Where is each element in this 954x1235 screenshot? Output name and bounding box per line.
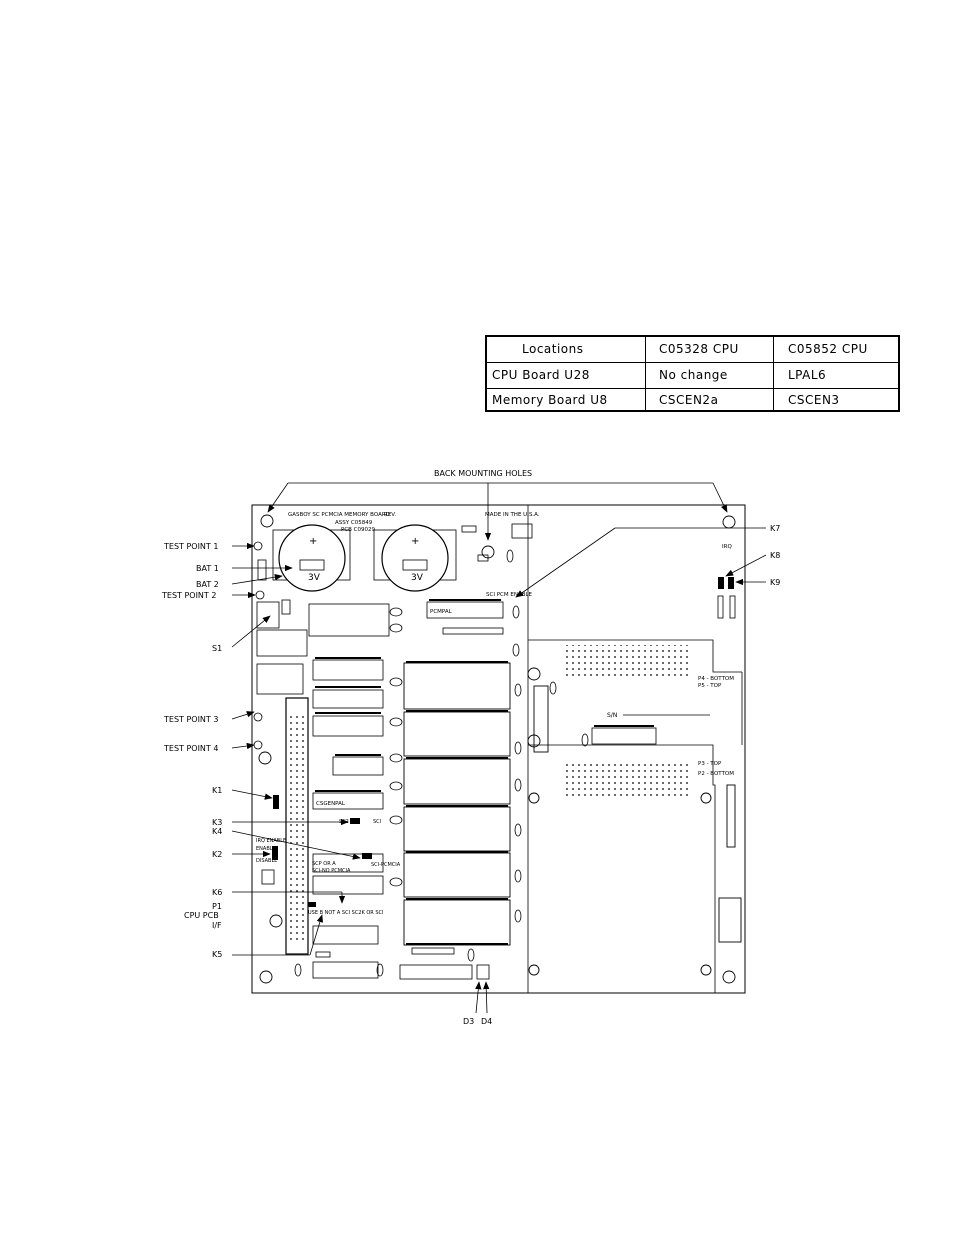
callout-k4: K4 bbox=[212, 827, 222, 836]
board-title: GASBOY SC PCMCIA MEMORY BOARD bbox=[288, 512, 390, 518]
table-cell: Memory Board U8 bbox=[492, 393, 608, 407]
table-row: Memory Board U8 CSCEN2a CSCEN3 bbox=[487, 388, 898, 413]
p4-label: P4 - BOTTOM bbox=[698, 676, 734, 682]
right-callouts: K7 K8 K9 bbox=[770, 524, 780, 587]
connector-p1 bbox=[285, 697, 309, 955]
battery-bat1: 3V + bbox=[272, 524, 351, 592]
callout-test-point-3: TEST POINT 3 bbox=[163, 715, 218, 724]
csgenpal-label: CSGENPAL bbox=[316, 801, 346, 807]
back-mounting-holes-label: BACK MOUNTING HOLES bbox=[434, 469, 532, 478]
ic-chips-left bbox=[308, 601, 657, 980]
bat1-voltage: 3V bbox=[308, 573, 321, 583]
sci-label: SCI bbox=[373, 819, 381, 825]
memory-chips bbox=[403, 662, 511, 946]
callout-test-point-4: TEST POINT 4 bbox=[163, 744, 218, 753]
callout-k2: K2 bbox=[212, 850, 222, 859]
callout-k5: K5 bbox=[212, 950, 222, 959]
table-divider bbox=[773, 337, 774, 410]
sci-pcmcia-label: SCI-PCMCIA bbox=[371, 862, 401, 868]
callout-if: I/F bbox=[212, 921, 222, 930]
callout-test-point-1: TEST POINT 1 bbox=[163, 542, 218, 551]
table-cell: LPAL6 bbox=[788, 368, 827, 382]
svg-text:+: + bbox=[411, 536, 419, 547]
battery-bat2: 3V + bbox=[373, 524, 457, 592]
callout-d4: D4 bbox=[481, 1017, 492, 1026]
chip-pins bbox=[315, 599, 654, 945]
table-divider bbox=[645, 337, 646, 410]
board-assy: ASSY C05849 bbox=[335, 520, 373, 526]
table-row: CPU Board U28 No change LPAL6 bbox=[487, 363, 898, 389]
resistor-r1 bbox=[726, 784, 736, 848]
callout-test-point-2: TEST POINT 2 bbox=[161, 591, 216, 600]
disable-label: DISABLE bbox=[256, 858, 277, 864]
table-header-cell: Locations bbox=[522, 342, 584, 356]
board-pcb: PCB C09029 bbox=[341, 527, 376, 533]
callout-k3: K3 bbox=[212, 818, 222, 827]
callout-bat-1: BAT 1 bbox=[196, 564, 219, 573]
irq-enable-label: IRQ ENABLE bbox=[256, 838, 286, 844]
enable-label: ENABLE bbox=[256, 846, 276, 852]
p5-label: P5 - TOP bbox=[698, 683, 722, 689]
chip-u23 bbox=[533, 685, 549, 753]
made-in-label: MADE IN THE U.S.A. bbox=[485, 512, 540, 518]
callout-k9: K9 bbox=[770, 578, 780, 587]
svg-text:+: + bbox=[309, 536, 317, 547]
callout-p1: P1 bbox=[212, 902, 222, 911]
irq-label: IRQ bbox=[722, 544, 732, 550]
callout-k8: K8 bbox=[770, 551, 780, 560]
callout-d3: D3 bbox=[463, 1017, 474, 1026]
jumpers bbox=[272, 577, 734, 907]
right-callout-leaders bbox=[515, 527, 767, 598]
p2-label: P2 - BOTTOM bbox=[698, 771, 734, 777]
table-cell: CSCEN3 bbox=[788, 393, 840, 407]
locations-table: Locations C05328 CPU C05852 CPU CPU Boar… bbox=[485, 335, 900, 412]
table-header-row: Locations C05328 CPU C05852 CPU bbox=[487, 337, 898, 363]
table-header-cell: C05328 CPU bbox=[659, 342, 739, 356]
capacitors bbox=[261, 523, 736, 980]
bottom-callouts: D3 D4 bbox=[463, 1017, 492, 1026]
pcmpal-label: PCMPAL bbox=[430, 609, 453, 615]
callout-bat-2: BAT 2 bbox=[196, 580, 219, 589]
bottom-callout-leaders bbox=[475, 981, 490, 1014]
callout-s1: S1 bbox=[212, 644, 222, 653]
sci-pcm-enable-label: SCI PCM ENABLE bbox=[486, 592, 533, 598]
connector-p4-p5 bbox=[563, 645, 691, 677]
callout-k6: K6 bbox=[212, 888, 222, 897]
scp-label: SCP OR A bbox=[312, 861, 336, 867]
left-components bbox=[253, 541, 308, 750]
bat2-voltage: 3V bbox=[411, 573, 424, 583]
mounting-hole-leaders bbox=[267, 482, 728, 541]
callout-cpu-pcb: CPU PCB bbox=[184, 911, 219, 920]
connector-p2-p3 bbox=[563, 760, 691, 798]
table-cell: CPU Board U28 bbox=[492, 368, 590, 382]
use-b-label: USE B NOT A SCI SC2K OR SCI bbox=[308, 910, 384, 916]
board-rev: REV. bbox=[384, 512, 396, 518]
board-regions bbox=[527, 505, 743, 993]
callout-k1: K1 bbox=[212, 786, 222, 795]
p3-label: P3 - TOP bbox=[698, 761, 722, 767]
connector-p1-pins bbox=[290, 712, 304, 940]
sn-label: S/N bbox=[607, 712, 617, 719]
table-cell: CSCEN2a bbox=[659, 393, 719, 407]
left-callout-leaders bbox=[231, 542, 361, 956]
table-header-cell: C05852 CPU bbox=[788, 342, 868, 356]
left-callouts: TEST POINT 1 BAT 1 BAT 2 TEST POINT 2 S1… bbox=[161, 542, 222, 959]
callout-k7: K7 bbox=[770, 524, 780, 533]
table-cell: No change bbox=[659, 368, 728, 382]
sci-no-pcmcia-label: SCI-NO PCMCIA bbox=[312, 868, 351, 874]
chip-u25 bbox=[718, 897, 742, 943]
